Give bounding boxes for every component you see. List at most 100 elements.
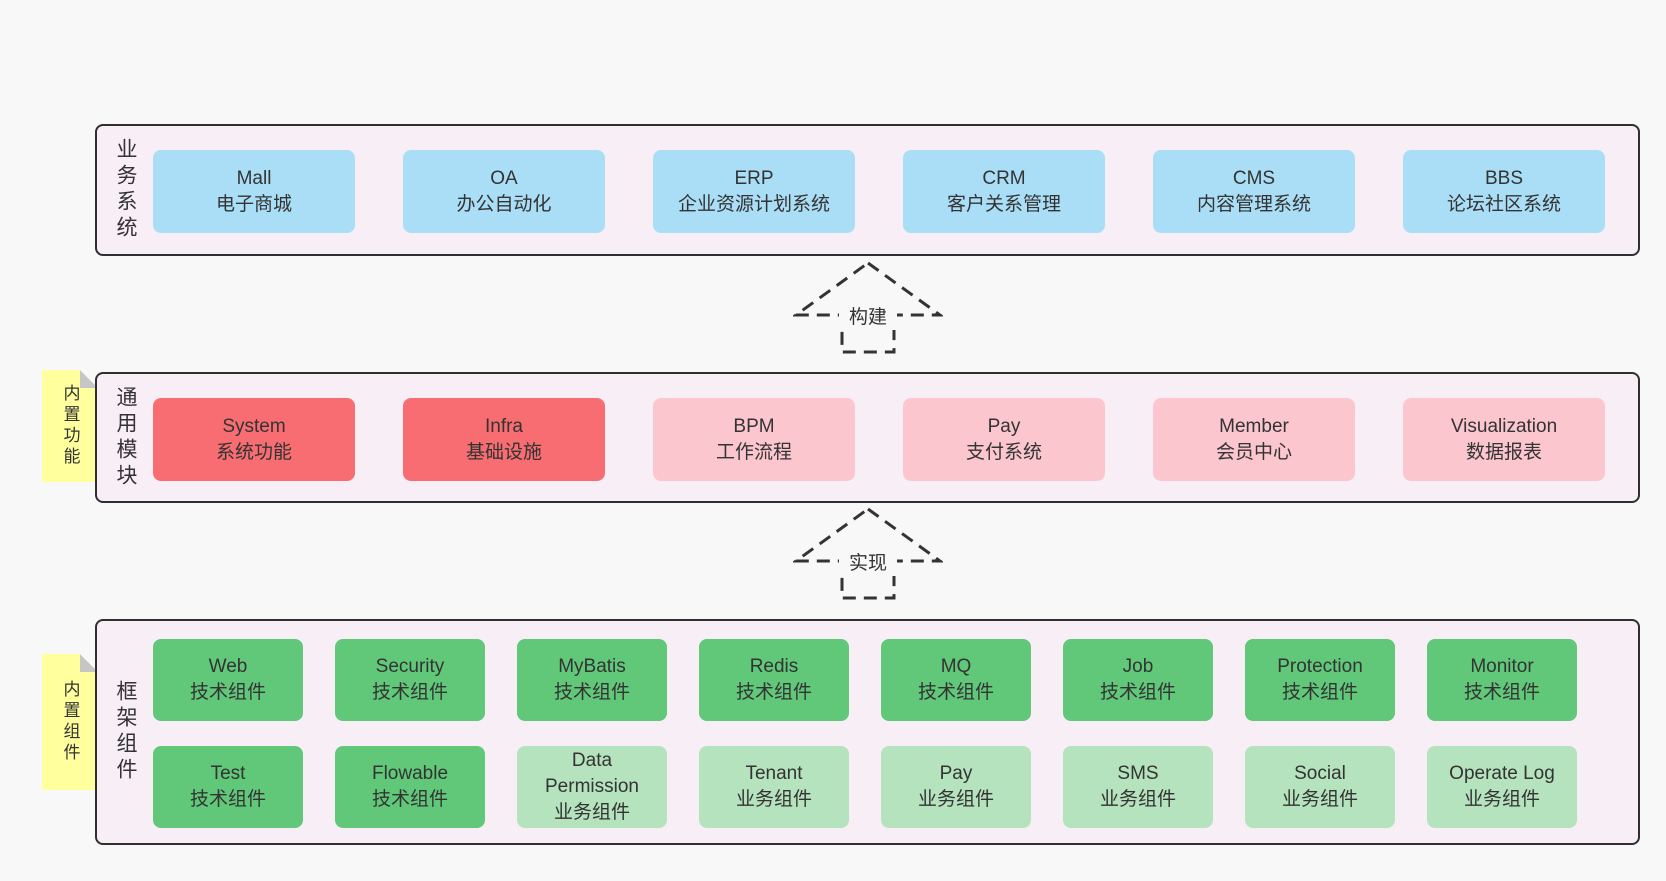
box-crm: CRM 客户关系管理 [903, 150, 1105, 233]
box-subtitle: 业务组件 [735, 789, 812, 810]
box-subtitle: 系统功能 [215, 441, 292, 463]
box-title: Monitor [1470, 656, 1534, 677]
common-modules-container: 通用模块 System 系统功能 Infra 基础设施 BPM 工作流程 Pay 支付系统 Me… [95, 372, 1640, 503]
box-subtitle: 基础设施 [465, 441, 542, 463]
box-title: Tenant [745, 763, 803, 784]
box-title: Pay [987, 415, 1021, 437]
box-social: Social 业务组件 [1245, 746, 1395, 828]
box-title: Data Permission [545, 750, 639, 797]
box-title: BBS [1484, 167, 1524, 189]
box-erp: ERP 企业资源计划系统 [653, 150, 855, 233]
box-title: MQ [940, 656, 972, 677]
box-title: Web [208, 656, 248, 677]
box-title: Social [1294, 763, 1346, 784]
box-web: Web 技术组件 [153, 639, 303, 721]
box-visualization: Visualization 数据报表 [1403, 398, 1605, 481]
box-operate-log: Operate Log 业务组件 [1427, 746, 1577, 828]
box-mybatis: MyBatis 技术组件 [517, 639, 667, 721]
box-pay: Pay 业务组件 [881, 746, 1031, 828]
box-system: System 系统功能 [153, 398, 355, 481]
box-subtitle: 业务组件 [553, 802, 630, 823]
framework-components-label: 框架组件 [114, 680, 137, 784]
box-flowable: Flowable 技术组件 [335, 746, 485, 828]
box-redis: Redis 技术组件 [699, 639, 849, 721]
box-title: BPM [733, 415, 775, 437]
box-title: Operate Log [1449, 763, 1555, 784]
box-test: Test 技术组件 [153, 746, 303, 828]
common-modules-label: 通用模块 [114, 385, 137, 490]
box-bbs: BBS 论坛社区系统 [1403, 150, 1605, 233]
box-subtitle: 工作流程 [715, 441, 792, 463]
build-arrow-label-bg [839, 302, 897, 330]
implement-arrow-label-bg [839, 548, 897, 576]
sticky-note-text: 内置功能 [60, 384, 80, 468]
box-subtitle: 会员中心 [1215, 441, 1292, 463]
box-subtitle: 论坛社区系统 [1446, 193, 1561, 215]
box-monitor: Monitor 技术组件 [1427, 639, 1577, 721]
box-title: SMS [1117, 763, 1159, 784]
box-job: Job 技术组件 [1063, 639, 1213, 721]
box-oa: OA 办公自动化 [403, 150, 605, 233]
box-title: Infra [484, 415, 524, 437]
box-title: CRM [982, 167, 1026, 189]
box-subtitle: 技术组件 [189, 789, 266, 810]
box-subtitle: 业务组件 [1463, 789, 1540, 810]
business-systems-label: 业务系统 [114, 138, 137, 242]
box-subtitle: 业务组件 [1099, 789, 1176, 810]
box-title: MyBatis [558, 656, 626, 677]
box-mall: Mall 电子商城 [153, 150, 355, 233]
box-title: Member [1219, 415, 1289, 437]
box-subtitle: 办公自动化 [456, 193, 552, 215]
sticky-note-text: 内置组件 [60, 680, 80, 764]
implement-arrow-label: 实现 [849, 552, 887, 574]
box-subtitle: 业务组件 [1281, 789, 1358, 810]
box-bpm: BPM 工作流程 [653, 398, 855, 481]
box-title: Job [1122, 656, 1154, 677]
box-subtitle: 技术组件 [1099, 682, 1176, 703]
build-arrow: 构建 [793, 261, 943, 354]
box-subtitle: 技术组件 [735, 682, 812, 703]
box-title: Flowable [371, 763, 449, 784]
implement-arrow: 实现 [793, 507, 943, 600]
sticky-note-builtin-features: 内置功能 [42, 370, 98, 482]
box-sms: SMS 业务组件 [1063, 746, 1213, 828]
box-subtitle: 业务组件 [917, 789, 994, 810]
box-title: CMS [1232, 167, 1276, 189]
box-title: Mall [236, 167, 272, 189]
build-arrow-label: 构建 [849, 306, 887, 328]
box-subtitle: 技术组件 [371, 682, 448, 703]
box-title: OA [490, 167, 518, 189]
sticky-note-builtin-components: 内置组件 [42, 654, 98, 790]
implement-arrow-outline [793, 507, 943, 600]
box-subtitle: 技术组件 [1463, 682, 1540, 703]
box-title: Test [210, 763, 246, 784]
box-subtitle: 电子商城 [215, 193, 292, 215]
box-data-permission: Data Permission 业务组件 [517, 746, 667, 828]
box-member: Member 会员中心 [1153, 398, 1355, 481]
box-subtitle: 技术组件 [189, 682, 266, 703]
box-title: ERP [734, 167, 774, 189]
box-subtitle: 客户关系管理 [946, 193, 1061, 215]
build-arrow-outline [793, 261, 943, 354]
box-title: Redis [749, 656, 799, 677]
box-subtitle: 技术组件 [553, 682, 630, 703]
box-subtitle: 数据报表 [1465, 441, 1542, 463]
box-subtitle: 内容管理系统 [1196, 193, 1311, 215]
box-title: System [222, 415, 286, 437]
box-title: Pay [939, 763, 973, 784]
box-subtitle: 技术组件 [371, 789, 448, 810]
box-infra: Infra 基础设施 [403, 398, 605, 481]
box-subtitle: 支付系统 [965, 441, 1042, 463]
box-cms: CMS 内容管理系统 [1153, 150, 1355, 233]
box-subtitle: 技术组件 [1281, 682, 1358, 703]
box-subtitle: 企业资源计划系统 [677, 193, 830, 215]
business-systems-container: 业务系统 Mall 电子商城 OA 办公自动化 ERP 企业资源计划系统 CRM 客户关系管理… [95, 124, 1640, 256]
box-title: Visualization [1450, 415, 1558, 437]
box-tenant: Tenant 业务组件 [699, 746, 849, 828]
